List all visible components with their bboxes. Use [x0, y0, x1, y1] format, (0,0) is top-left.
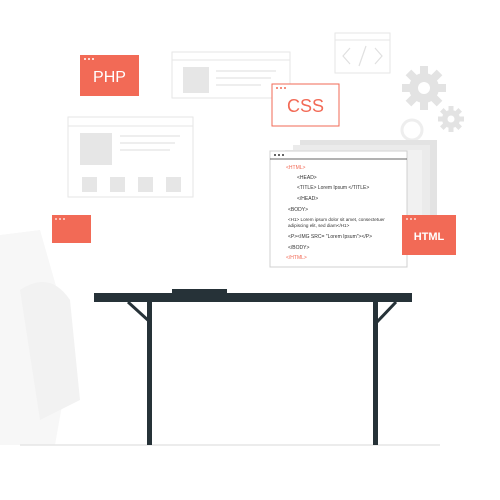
html-label: HTML	[413, 231, 445, 243]
small-gear-icon	[438, 106, 464, 132]
code-line-h1-part2: adipiscing elit, sed diam</H1>	[288, 223, 350, 228]
code-line-head-close: </HEAD>	[297, 196, 319, 202]
wireframe-window-top	[171, 51, 291, 99]
php-badge	[80, 55, 139, 96]
code-line-img: <P><IMG SRC= "Lorem Ipsum"></P>	[288, 234, 373, 240]
css-label: CSS	[286, 96, 324, 116]
code-line-body-close: </BODY>	[288, 245, 310, 251]
small-red-window	[52, 215, 91, 243]
code-line-body-open: <BODY>	[288, 207, 309, 213]
gear-icon	[402, 66, 446, 110]
code-line-html-close: </HTML>	[286, 255, 307, 261]
css-window	[271, 83, 340, 127]
code-line-title: <TITLE> Lorem Ipsum </TITLE>	[297, 185, 370, 191]
code-window	[334, 32, 391, 74]
php-label: PHP	[93, 69, 126, 86]
desk	[94, 289, 412, 445]
code-line-head-open: <HEAD>	[297, 175, 317, 181]
code-line-html-open: <HTML>	[286, 165, 306, 171]
html-badge	[402, 215, 456, 255]
faint-gear-icon	[400, 118, 424, 142]
background-shapes	[0, 230, 80, 445]
html-code-window	[269, 150, 408, 268]
code-line-h1-part1: <H1> Lorem ipsum dolor sit amet, consect…	[288, 217, 385, 222]
wireframe-window-left	[67, 116, 194, 198]
